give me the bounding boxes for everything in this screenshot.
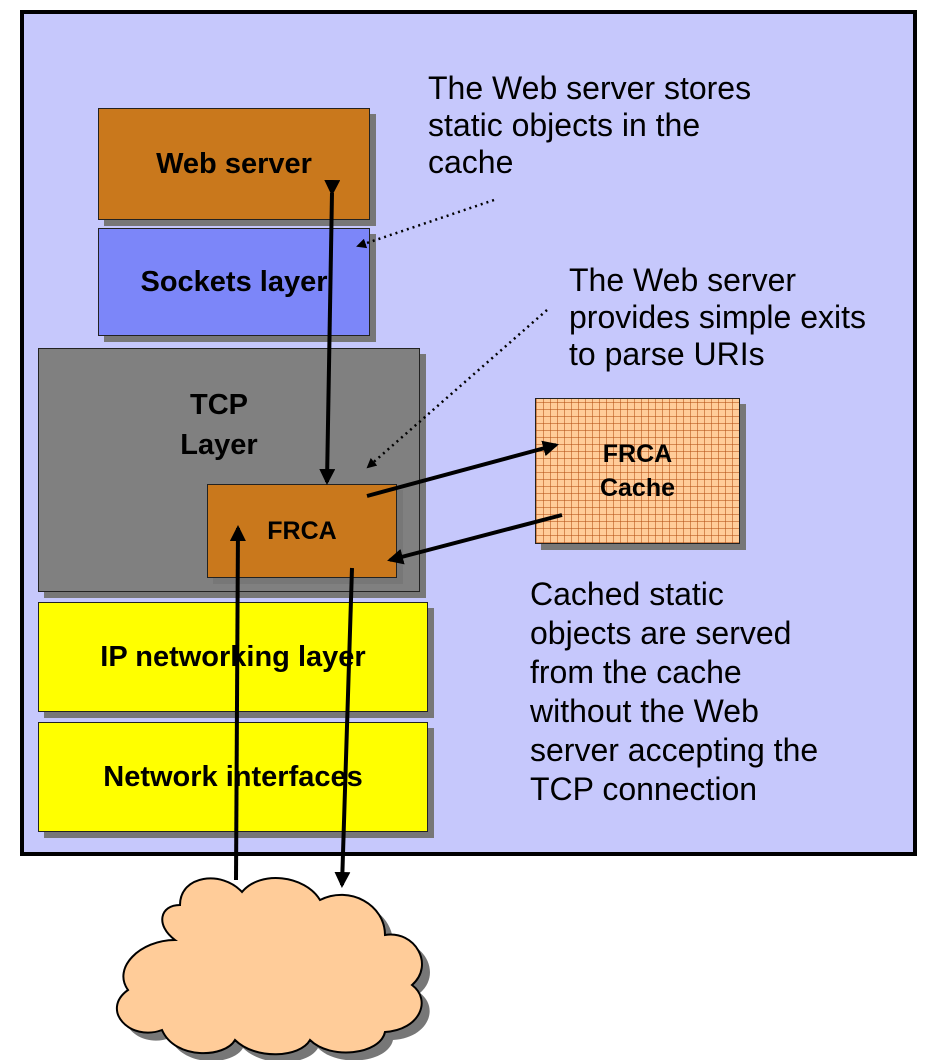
web-server-label: Web server	[156, 147, 312, 180]
frca-to-network-arrow-icon	[334, 567, 354, 888]
dotted-pointer-exits-icon	[366, 309, 548, 469]
annotation-web-server-exits: The Web server provides simple exits to …	[569, 262, 866, 372]
ip-networking-label: IP networking layer	[100, 640, 366, 673]
ip-networking-layer: IP networking layer	[38, 602, 428, 712]
cache-to-frca-arrow-icon	[387, 513, 563, 565]
web-server-frca-arrow-icon	[319, 179, 341, 485]
sockets-layer-label: Sockets layer	[140, 265, 328, 298]
frca-cache-box: FRCA Cache	[535, 398, 740, 544]
cloud-icon	[115, 877, 430, 1060]
network-interfaces-label: Network interfaces	[103, 760, 363, 793]
tcp-layer-label: TCP Layer	[180, 389, 258, 461]
frca-cache-label: FRCA Cache	[599, 440, 676, 502]
network-to-frca-arrow-icon	[229, 525, 246, 881]
frca-to-cache-arrow-icon	[366, 440, 559, 498]
frca-label: FRCA	[267, 516, 337, 545]
network-interfaces-layer: Network interfaces	[38, 722, 428, 832]
annotation-web-server-stores: The Web server stores static objects in …	[428, 70, 752, 180]
web-server-layer: Web server	[98, 108, 370, 220]
dotted-pointer-stores-icon	[356, 198, 495, 249]
annotation-cached-objects-served: Cached static objects are served from th…	[530, 576, 819, 807]
